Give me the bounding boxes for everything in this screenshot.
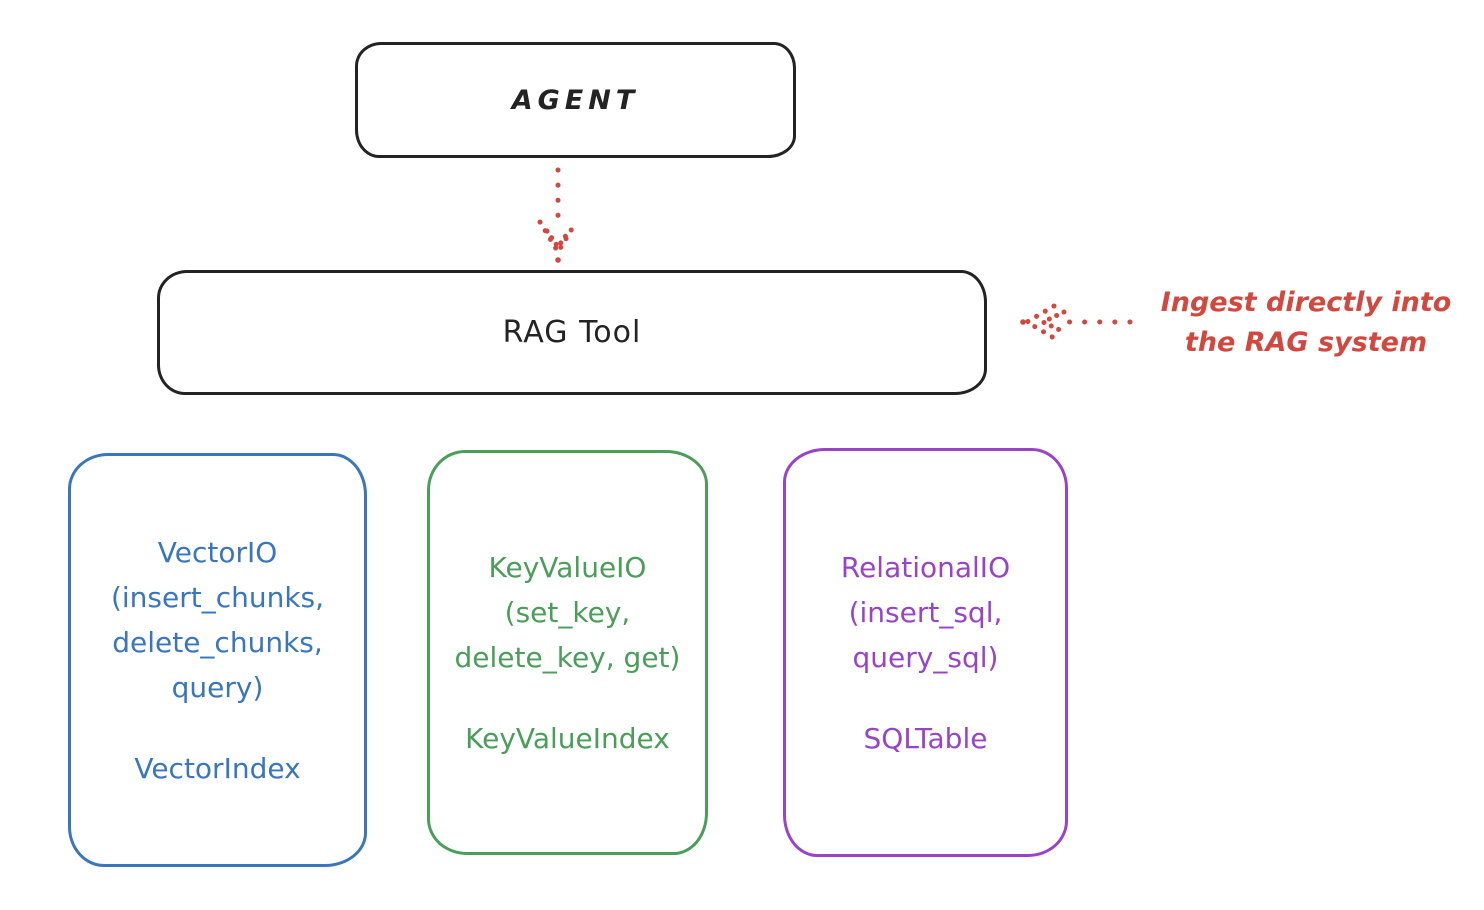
vector-io-box: VectorIO (insert_chunks, delete_chunks, … [68, 453, 367, 867]
ingest-arrow [1020, 303, 1133, 341]
rag-tool-box-label: RAG Tool [502, 315, 642, 350]
keyvalue-io-method-line: (set_key, [504, 595, 631, 629]
keyvalue-io-text: KeyValueIO (set_key, delete_key, get) Ke… [455, 545, 681, 761]
ingest-annotation-line2: the RAG system [1184, 327, 1428, 358]
rag-tool-box: RAG Tool [157, 270, 987, 395]
ingest-annotation-line1: Ingest directly into [1160, 287, 1452, 318]
keyvalue-io-method-line: delete_key, get) [454, 640, 681, 674]
relational-io-box: RelationalIO (insert_sql, query_sql) SQL… [783, 448, 1068, 857]
vector-index-label: VectorIndex [134, 751, 301, 785]
ingest-annotation: Ingest directly into the RAG system [1140, 283, 1472, 363]
vector-io-title: VectorIO [157, 535, 278, 569]
relational-io-title: RelationalIO [840, 550, 1011, 584]
vector-io-text: VectorIO (insert_chunks, delete_chunks, … [111, 530, 324, 791]
vector-io-method-line: (insert_chunks, [110, 580, 325, 614]
relational-io-text: RelationalIO (insert_sql, query_sql) SQL… [841, 545, 1010, 761]
agent-box: AGENT [355, 42, 796, 158]
vector-io-method-line: query) [171, 670, 264, 704]
sql-table-label: SQLTable [863, 721, 988, 755]
agent-box-label: AGENT [511, 84, 640, 116]
keyvalue-io-title: KeyValueIO [488, 550, 647, 584]
relational-io-method-line: (insert_sql, [848, 595, 1003, 629]
agent-to-rag-arrow [537, 167, 579, 263]
vector-io-method-line: delete_chunks, [112, 625, 323, 659]
keyvalue-index-label: KeyValueIndex [465, 721, 670, 755]
relational-io-method-line: query_sql) [852, 640, 999, 674]
keyvalue-io-box: KeyValueIO (set_key, delete_key, get) Ke… [427, 450, 708, 855]
